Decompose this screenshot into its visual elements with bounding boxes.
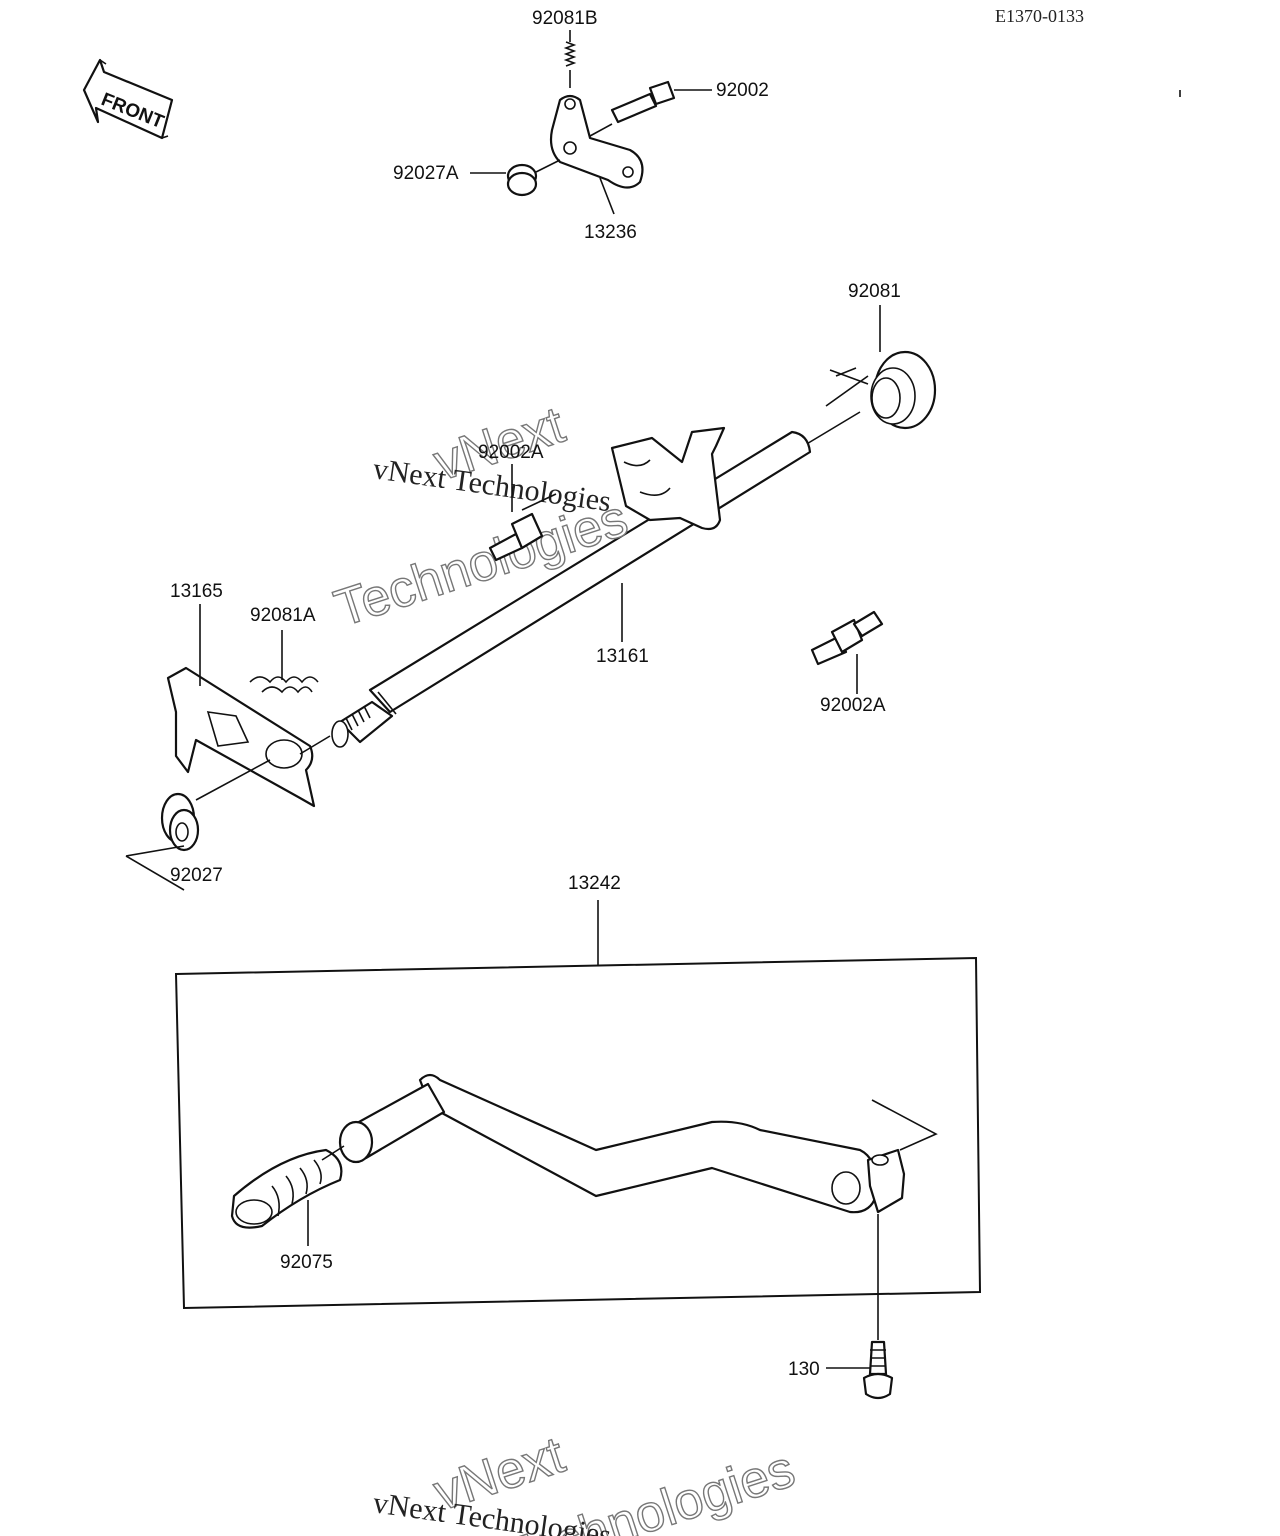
label-92027A: 92027A [393,163,459,184]
label-13236: 13236 [584,222,637,243]
stopper-13165 [166,604,331,808]
pedal-group-frame [174,956,982,1310]
label-130: 130 [788,1359,820,1380]
label-13161: 13161 [596,646,649,667]
shift-shaft-13161 [331,426,812,748]
label-92075: 92075 [280,1252,333,1273]
label-13242: 13242 [568,873,621,894]
label-92081A: 92081A [250,605,316,626]
spring-92081B [563,30,577,88]
shift-pedal-13242 [338,1073,938,1214]
watermark-bottom: vNext Technologies vNext Technologies [371,1425,802,1536]
bolt-92002 [610,80,712,124]
label-92027: 92027 [170,865,223,886]
label-92081: 92081 [848,281,901,302]
label-92002A-right: 92002A [820,695,886,716]
drawing-code: E1370-0133 [995,6,1084,26]
watermark-top: vNext Technologies vNext Technologies [327,395,635,639]
collar-92027 [125,792,200,891]
label-92002: 92002 [716,80,769,101]
bolt-130 [826,1214,894,1400]
label-92002A-top: 92002A [478,442,544,463]
label-13165: 13165 [170,581,223,602]
stud-92002A-top [488,464,557,562]
pedal-rubber-92075 [230,1145,345,1246]
collar-92027A [470,159,561,197]
bracket-13236 [549,94,644,215]
front-arrow-icon: FRONT [82,58,174,140]
stud-92002A-right [810,610,884,694]
spring-92081A [249,630,319,694]
spring-92081 [799,305,937,449]
label-92081B: 92081B [532,8,598,29]
